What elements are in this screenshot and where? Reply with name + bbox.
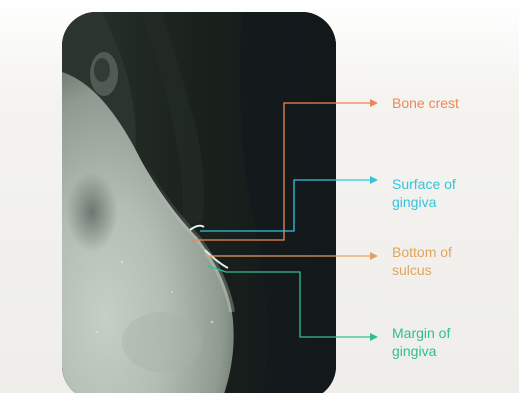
label-bottom-of-sulcus-line-1: Bottom of (392, 243, 452, 261)
bone-crest-leader-line (192, 103, 372, 240)
label-margin-of-gingiva: Margin of gingiva (392, 324, 450, 360)
margin-of-gingiva-arrowhead (370, 333, 378, 341)
label-margin-of-gingiva-line-1: Margin of (392, 324, 450, 342)
label-bottom-of-sulcus-line-2: sulcus (392, 261, 452, 279)
margin-of-gingiva-leader-line (208, 266, 372, 337)
label-surface-of-gingiva-line-1: Surface of (392, 175, 456, 193)
label-bone-crest-line-1: Bone crest (392, 94, 459, 112)
bone-crest-arrowhead (370, 99, 378, 107)
bottom-of-sulcus-arrowhead (370, 252, 378, 260)
label-bone-crest: Bone crest (392, 94, 459, 112)
surface-of-gingiva-arrowhead (370, 176, 378, 184)
label-bottom-of-sulcus: Bottom of sulcus (392, 243, 452, 279)
label-surface-of-gingiva: Surface of gingiva (392, 175, 456, 211)
label-margin-of-gingiva-line-2: gingiva (392, 342, 450, 360)
label-surface-of-gingiva-line-2: gingiva (392, 193, 456, 211)
surface-of-gingiva-leader-line (200, 180, 372, 231)
